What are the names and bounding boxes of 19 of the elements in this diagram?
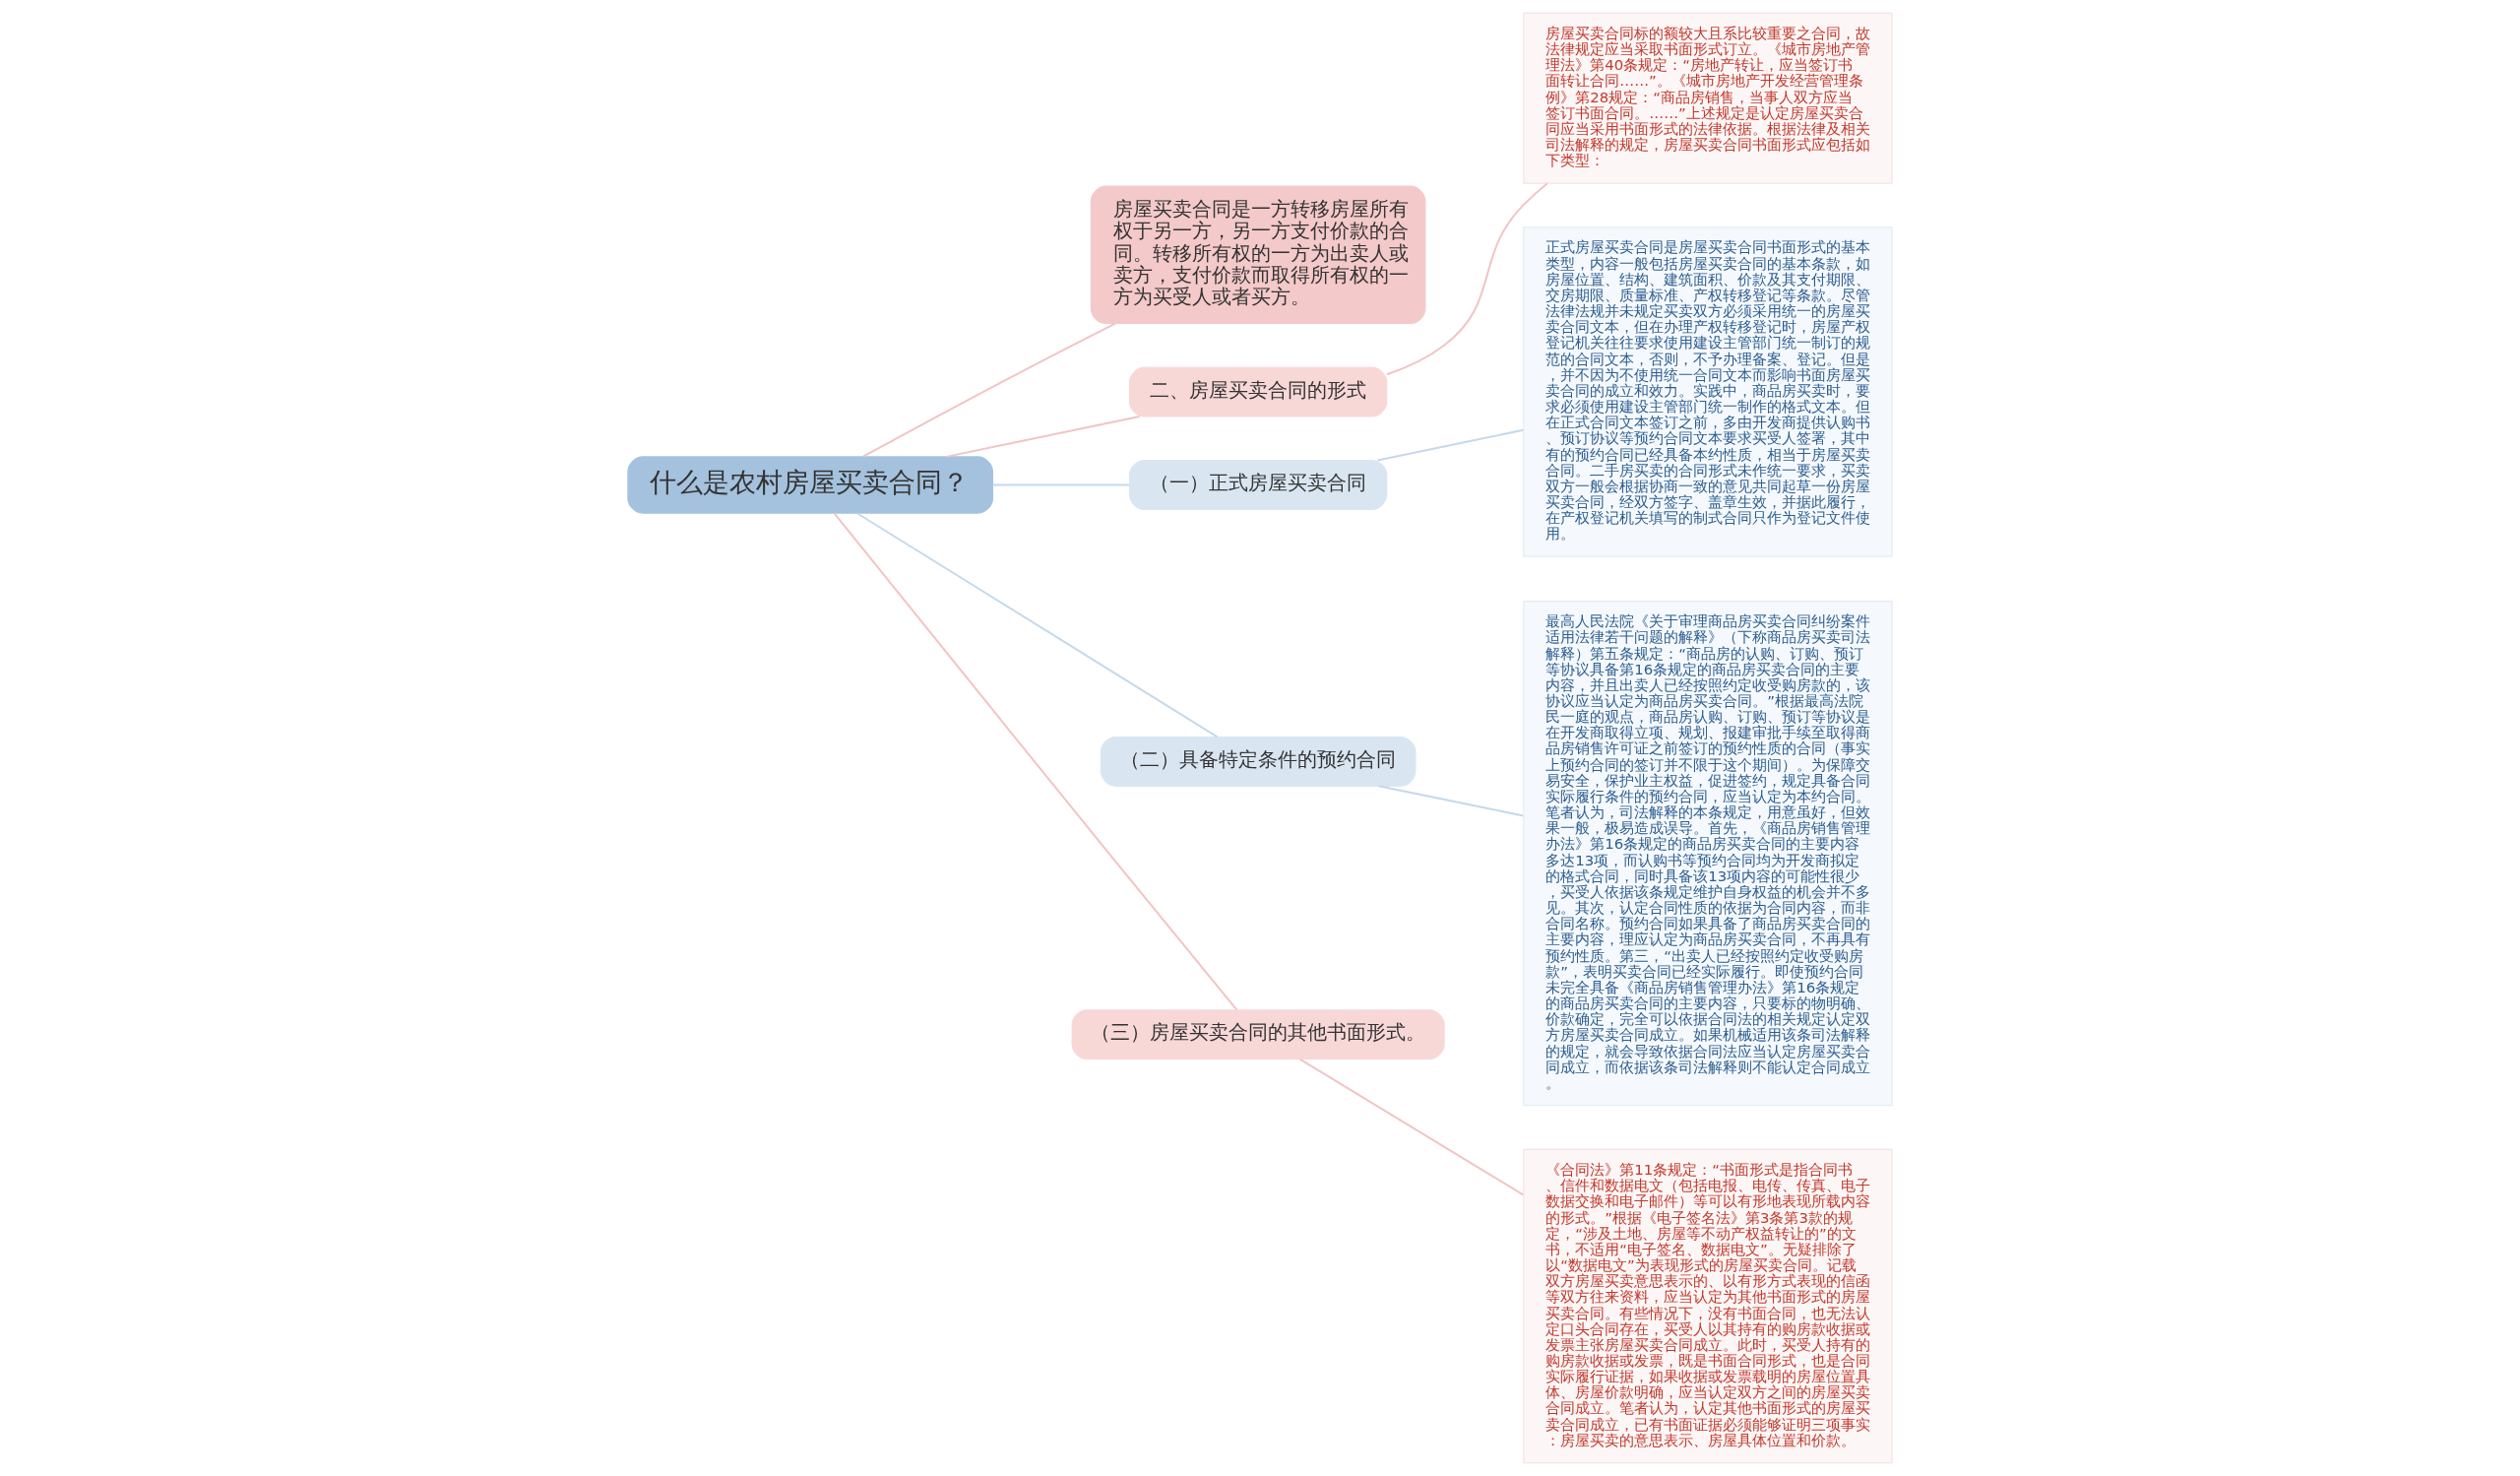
connector — [945, 415, 1141, 458]
node-box: （三）房屋买卖合同的其他书面形式。 — [1071, 1009, 1445, 1060]
connector — [1377, 785, 1525, 817]
node-box: 什么是农村房屋买卖合同？ — [627, 456, 993, 514]
node-box: 正式房屋买卖合同是房屋买卖合同书面形式的基本类型，内容一般包括房屋买卖合同的基本条款，如房屋位置、结构、建筑面积、价款及其支付期限、交房期限、质量标准、产权转移登记等条款。尽管法律法规并未规定买卖双方必须采用统一的房屋买卖合同文本，但在办理产权转移登记时，房屋产权登记机关往往要求使用建设主管部门统一制订的规范的合同文本，否则，不予办理备案、登记。但是，并不因为不使用统一合同文本而影响书面房屋买卖合同的成立和效力。实践中，商品房买卖时，要求必须使用建设主管部门统一制作的格式文本。但在正式合同文本签订之前，多由开发商提供认购书、预订协议等预约合同文本要求买受人签署，其中有的预约合同已经具备本约性质，相当于房屋买卖合同。二手房买卖的合同形式未作统一要求，买卖双方一般会根据协商一致的意见共同起草一份房屋买卖合同，经双方签字、盖章生效，并据此履行，在产权登记机关填写的制式合同只作为登记文件使用。 — [1523, 226, 1893, 557]
node-box: 《合同法》第11条规定：“书面形式是指合同书、信件和数据电文（包括电报、电传、传真、电子数据交换和电子邮件）等可以有形地表现所载内容的形式。”根据《电子签名法》第3条第3款的规定，“涉及土地、房屋等不动产权益转让的”的文书，不适用“电子签名、数据电文”。无疑排除了以“数据电文”为表现形式的房屋买卖合同。记载双方房屋买卖意思表示的、以有形方式表现的信函等双方往来资料，应当认定为其他书面形式的房屋买卖合同。有些情况下，没有书面合同，也无法认定口头合同存在，买受人以其持有的购房款收据或发票主张房屋买卖合同成立。此时，买受人持有的购房款收据或发票，既是书面合同形式，也是合同实际履行证据，如果收据或发票载明的房屋位置具体、房屋价款明确，应当认定双方之间的房屋买卖合同成立。笔者认为，认定其他书面形式的房屋买卖合同成立，已有书面证据必须能够证明三项事实：房屋买卖的意思表示、房屋具体位置和价款。 — [1523, 1148, 1893, 1464]
node-box: （一）正式房屋买卖合同 — [1129, 460, 1388, 510]
connector — [991, 483, 1131, 486]
node-box: （二）具备特定条件的预约合同 — [1100, 736, 1417, 787]
node-box: 房屋买卖合同标的额较大且系比较重要之合同，故法律规定应当采取书面形式订立。《城市房地产管理法》第40条规定：“房地产转让，应当签订书面转让合同……”。《城市房地产开发经营管理条例》第28规定：“商品房销售，当事人双方应当签订书面合同。……”上述规定是认定房屋买卖合同应当采用书面形式的法律依据。根据法律及相关司法解释的规定，房屋买卖合同书面形式应包括如下类型： — [1523, 12, 1893, 184]
node-box: 房屋买卖合同是一方转移房屋所有权于另一方，另一方支付价款的合同。转移所有权的一方为出卖人或卖方，支付价款而取得所有权的一方为买受人或者买方。 — [1090, 185, 1426, 325]
connector — [833, 512, 1238, 1011]
connector — [1298, 1058, 1525, 1196]
connector — [855, 512, 1219, 738]
node-box: 二、房屋买卖合同的形式 — [1129, 366, 1388, 417]
connector — [1385, 182, 1548, 376]
node-box: 最高人民法院《关于审理商品房买卖合同纠纷案件适用法律若干问题的解释》（下称商品房买卖司法解释）第五条规定：“商品房的认购、订购、预订等协议具备第16条规定的商品房买卖合同的主要内容，并且出卖人已经按照约定收受购房款的，该协议应当认定为商品房买卖合同。”根据最高法院民一庭的观点，商品房认购、订购、预订等协议是在开发商取得立项、规划、报建审批手续至取得商品房销售许可证之前签订的预约性质的合同（事实上预约合同的签订并不限于这个期间）。为保障交易安全，保护业主权益，促进签约，规定具备合同实际履行条件的预约合同，应当认定为本约合同。笔者认为，司法解释的本条规定，用意虽好，但效果一般，极易造成误导。首先，《商品房销售管理办法》第16条规定的商品房买卖合同的主要内容多达13项，而认购书等预约合同均为开发商拟定的格式合同，同时具备该13项内容的可能性很少，买受人依据该条规定维护自身权益的机会并不多见。其次，认定合同性质的依据为合同内容，而非合同名称。预约合同如果具备了商品房买卖合同的主要内容，理应认定为商品房买卖合同，不再具有预约性质。第三，“出卖人已经按照约定收受购房款”，表明买卖合同已经实际履行。即使预约合同未完全具备《商品房销售管理办法》第16条规定的商品房买卖合同的主要内容，只要标的物明确、价款确定，完全可以依据合同法的相关规定认定双方房屋买卖合同成立。如果机械适用该条司法解释的规定，就会导致依据合同法应当认定房屋买卖合同成立，而依据该条司法解释则不能认定合同成立。 — [1523, 600, 1893, 1107]
connector — [1376, 428, 1525, 462]
connector — [861, 322, 1117, 458]
